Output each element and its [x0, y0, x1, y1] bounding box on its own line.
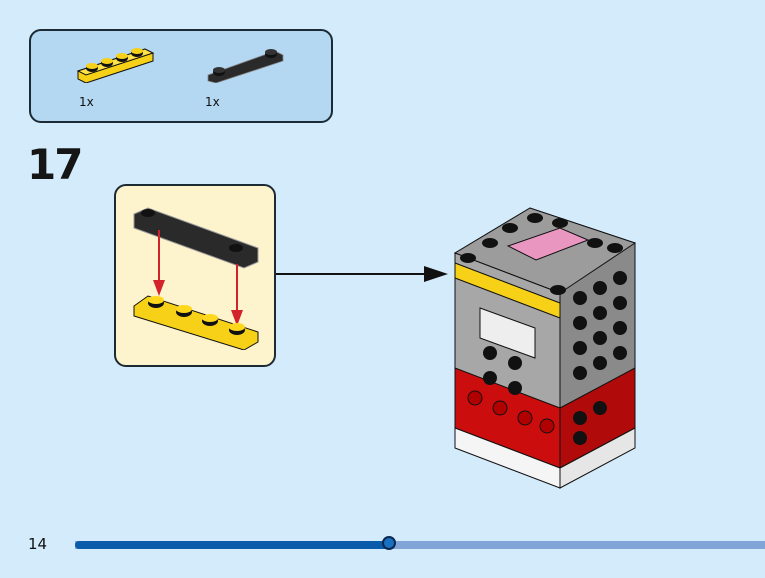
black-plate-image [207, 49, 284, 83]
callout-arrow-icon [276, 266, 448, 282]
quantity-label: 1x [205, 95, 220, 109]
model-image [453, 207, 637, 489]
page-number: 14 [28, 535, 48, 553]
progress-knob [381, 536, 396, 550]
subassembly-image [133, 207, 259, 350]
progress-fill [75, 541, 389, 549]
progress-bar [75, 536, 765, 550]
subassembly-callout [114, 184, 276, 367]
yellow-plate-image [76, 48, 155, 83]
step-number: 17 [27, 140, 83, 189]
parts-list-panel: 1x 1x [29, 29, 333, 123]
quantity-label: 1x [79, 95, 94, 109]
